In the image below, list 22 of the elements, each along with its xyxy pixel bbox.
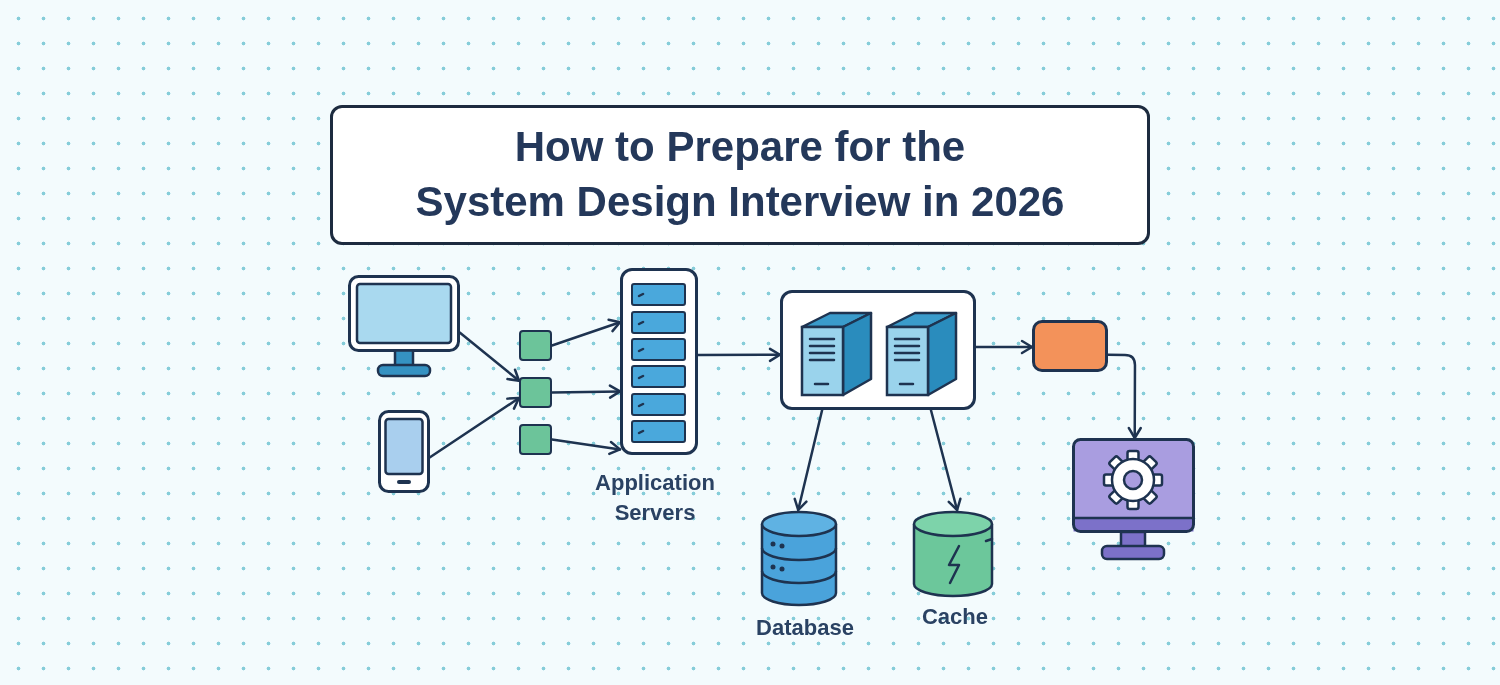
arrow (1106, 353, 1142, 440)
arrow (550, 438, 622, 456)
desktop-monitor-icon (348, 275, 460, 378)
title: How to Prepare for the System Design Interview in 2026 (415, 122, 1065, 227)
arrow (696, 347, 782, 363)
node-label: Database (756, 614, 854, 642)
arrow (974, 339, 1034, 355)
arrow (793, 408, 824, 512)
process-block (1032, 320, 1108, 372)
node-square (519, 330, 552, 361)
monitor-gear-icon (1072, 438, 1195, 563)
smartphone-icon (378, 410, 430, 493)
node-square (519, 377, 552, 408)
arrow (550, 384, 622, 399)
server-group-panel (780, 290, 976, 410)
arrow (428, 396, 521, 459)
arrow (550, 318, 622, 347)
node-label: Cache (921, 603, 988, 631)
arrow (458, 331, 521, 382)
node-square (519, 424, 552, 455)
arrow (929, 408, 962, 512)
node-label: Application Servers (594, 469, 716, 527)
